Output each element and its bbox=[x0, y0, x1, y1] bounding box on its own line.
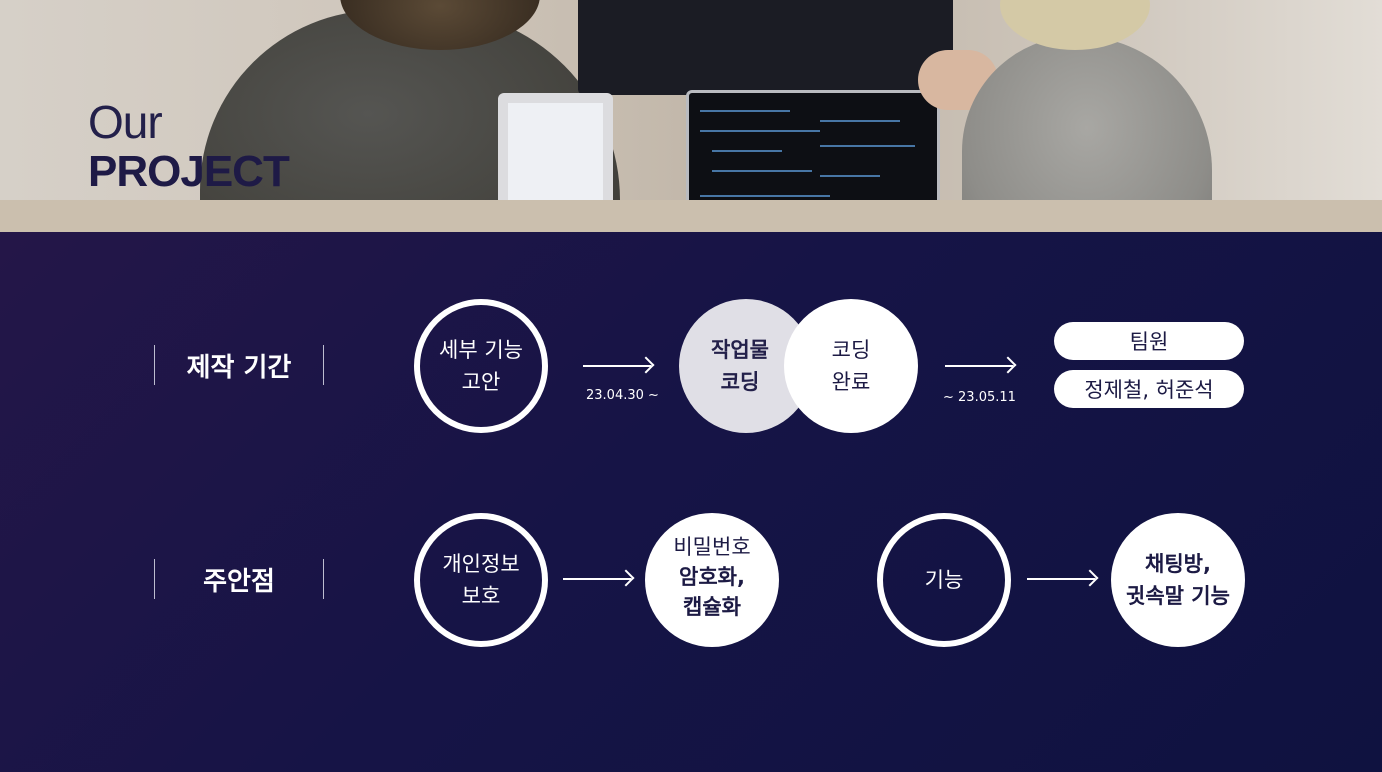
team-members-pill: 정제철, 허준석 bbox=[1054, 370, 1244, 408]
step-complete-circle: 코딩 완료 bbox=[784, 299, 918, 433]
team-label-pill: 팀원 bbox=[1054, 322, 1244, 360]
code-line bbox=[700, 130, 820, 132]
focus-encryption-line3: 캡슐화 bbox=[683, 595, 741, 619]
focus-feature-circle: 기능 bbox=[877, 513, 1011, 647]
start-date: 23.04.30 ~ bbox=[586, 388, 659, 403]
focus-privacy-line1: 개인정보 bbox=[442, 552, 520, 576]
focus-encryption-line2: 암호화, bbox=[679, 565, 745, 589]
arrow-right-icon bbox=[563, 578, 631, 580]
code-line bbox=[712, 150, 782, 152]
step-complete-line1: 코딩 bbox=[831, 338, 871, 362]
step-design-circle: 세부 기능 고안 bbox=[414, 299, 548, 433]
code-line bbox=[700, 195, 830, 197]
arrow-right-icon bbox=[945, 365, 1013, 367]
step-coding-line1: 작업물 bbox=[711, 338, 769, 362]
step-coding-line2: 코딩 bbox=[720, 370, 760, 394]
focus-chat-line2: 귓속말 기능 bbox=[1126, 584, 1230, 608]
focus-privacy-line2: 보호 bbox=[461, 584, 501, 608]
hero-banner: Our PROJECT bbox=[0, 0, 1382, 232]
code-line bbox=[712, 170, 812, 172]
step-design-line1: 세부 기능 bbox=[439, 338, 523, 362]
arrow-right-icon bbox=[1027, 578, 1095, 580]
step-design-line2: 고안 bbox=[461, 370, 501, 394]
arrow-right-icon bbox=[583, 365, 651, 367]
end-date: ~ 23.05.11 bbox=[943, 390, 1016, 405]
photo-desk bbox=[0, 200, 1382, 232]
photo-person-right-head bbox=[1000, 0, 1150, 50]
focus-feature-line1: 기능 bbox=[924, 568, 964, 592]
step-complete-line2: 완료 bbox=[831, 370, 871, 394]
code-line bbox=[820, 175, 880, 177]
code-line bbox=[820, 120, 900, 122]
code-line bbox=[820, 145, 915, 147]
title-our: Our bbox=[88, 96, 163, 148]
focus-encryption-circle: 비밀번호 암호화, 캡슐화 bbox=[645, 513, 779, 647]
focus-chat-line1: 채팅방, bbox=[1145, 552, 1211, 576]
title-project: PROJECT bbox=[88, 147, 290, 196]
focus-chat-circle: 채팅방, 귓속말 기능 bbox=[1111, 513, 1245, 647]
focus-label: 주안점 bbox=[154, 559, 324, 599]
content-section: 제작 기간 세부 기능 고안 23.04.30 ~ 작업물 코딩 코딩 완료 ~… bbox=[0, 232, 1382, 772]
code-line bbox=[700, 110, 790, 112]
focus-encryption-line1: 비밀번호 bbox=[673, 535, 751, 559]
focus-privacy-circle: 개인정보 보호 bbox=[414, 513, 548, 647]
page-title: Our PROJECT bbox=[88, 96, 290, 198]
period-label: 제작 기간 bbox=[154, 345, 324, 385]
photo-monitor bbox=[578, 0, 953, 95]
